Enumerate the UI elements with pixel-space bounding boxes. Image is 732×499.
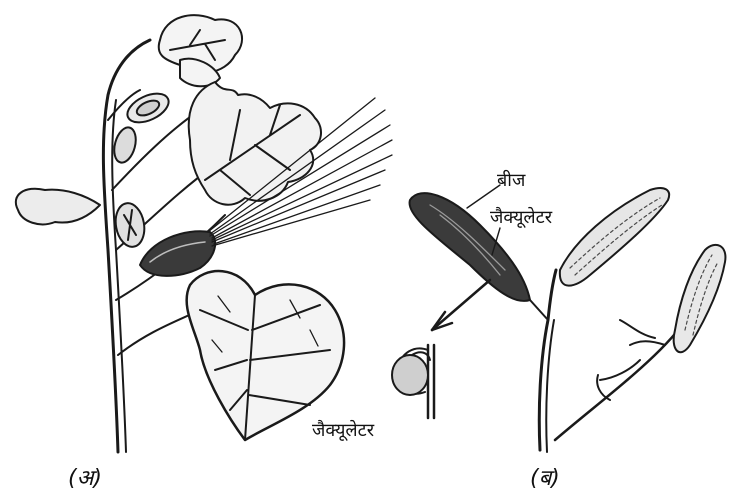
- plant-b: [392, 185, 725, 452]
- jaculator-detail-label: जैक्यूलेटर: [312, 418, 374, 442]
- leaf-left: [16, 189, 100, 225]
- pod: [111, 125, 140, 165]
- leaf-lobed: [189, 82, 321, 205]
- capsule-lower: [674, 245, 726, 352]
- plant-a: [16, 15, 392, 452]
- jaculator-detail: [392, 345, 434, 418]
- seed-label: बीज: [497, 168, 525, 192]
- leaf-heart: [187, 271, 344, 440]
- jaculator-label: जैक्यूलेटर: [490, 205, 552, 229]
- caption-b: (ब): [530, 462, 560, 492]
- arrow: [432, 280, 490, 330]
- stem-b: [539, 270, 556, 450]
- caption-a: (अ): [68, 462, 102, 492]
